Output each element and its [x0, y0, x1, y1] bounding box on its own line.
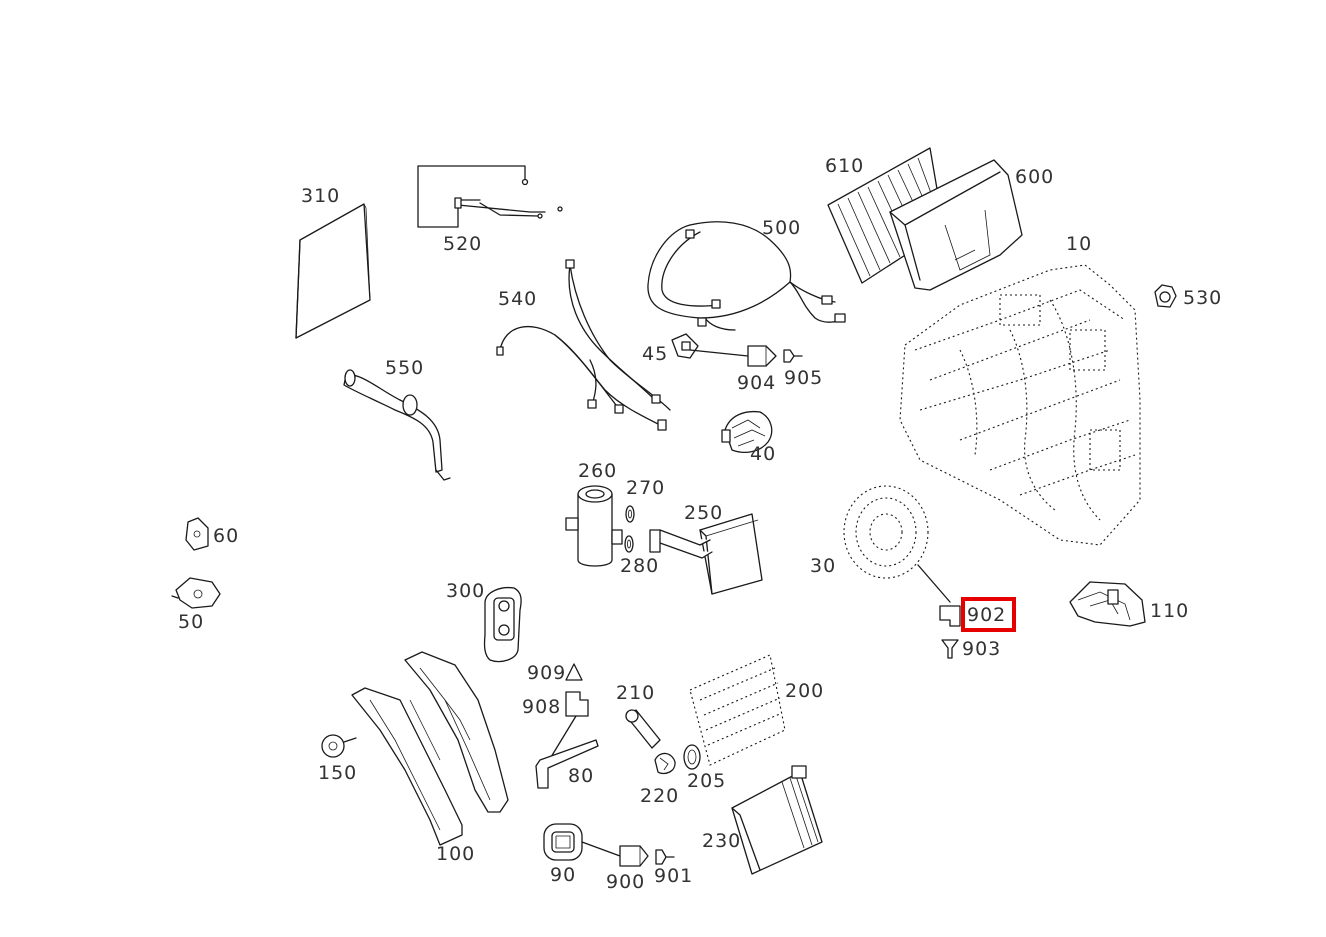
label-901[interactable]: 901	[654, 865, 693, 887]
part-90-motor	[543, 823, 621, 861]
part-600-housing	[889, 159, 1023, 291]
part-100-ducts	[351, 651, 509, 846]
part-250-evaporator	[649, 513, 763, 595]
part-550-hose	[343, 369, 451, 481]
label-30[interactable]: 30	[810, 555, 836, 577]
label-520[interactable]: 520	[443, 233, 482, 255]
part-310-panel	[295, 203, 371, 339]
label-550[interactable]: 550	[385, 357, 424, 379]
part-270-oring	[625, 505, 635, 523]
part-908-nut	[565, 691, 589, 717]
label-110[interactable]: 110	[1150, 600, 1189, 622]
part-220-connector	[654, 752, 676, 775]
label-10[interactable]: 10	[1066, 233, 1092, 255]
part-902-screw	[939, 605, 961, 627]
part-45-sensor	[671, 333, 749, 359]
label-530[interactable]: 530	[1183, 287, 1222, 309]
part-530-grommet	[1154, 284, 1177, 308]
part-500-harness	[647, 221, 846, 331]
label-903[interactable]: 903	[962, 638, 1001, 660]
label-250[interactable]: 250	[684, 502, 723, 524]
label-300[interactable]: 300	[446, 580, 485, 602]
label-270[interactable]: 270	[626, 477, 665, 499]
part-10-unit	[899, 264, 1141, 546]
label-902[interactable]: 902	[967, 604, 1006, 626]
label-80[interactable]: 80	[568, 765, 594, 787]
label-260[interactable]: 260	[578, 460, 617, 482]
part-904-screw	[747, 345, 777, 367]
part-909-clip	[565, 663, 583, 681]
part-50-actuator	[171, 577, 221, 609]
part-900-screw	[619, 845, 649, 867]
label-90[interactable]: 90	[550, 864, 576, 886]
part-300-seal	[483, 586, 522, 663]
part-150-bolt	[321, 734, 357, 758]
label-610[interactable]: 610	[825, 155, 864, 177]
label-45[interactable]: 45	[642, 343, 668, 365]
label-500[interactable]: 500	[762, 217, 801, 239]
label-900[interactable]: 900	[606, 871, 645, 893]
part-905-screw	[783, 349, 803, 363]
part-80-lever	[535, 715, 599, 789]
part-280-oring	[624, 535, 634, 553]
label-60[interactable]: 60	[213, 525, 239, 547]
label-908[interactable]: 908	[522, 696, 561, 718]
part-520-harness	[417, 165, 563, 228]
label-200[interactable]: 200	[785, 680, 824, 702]
part-901-screw	[655, 849, 675, 865]
label-210[interactable]: 210	[616, 682, 655, 704]
part-540-wiring	[496, 259, 671, 431]
part-110-bracket	[1069, 581, 1146, 627]
label-905[interactable]: 905	[784, 367, 823, 389]
highlight-box	[961, 597, 1016, 632]
part-903-screw	[941, 639, 959, 659]
label-280[interactable]: 280	[620, 555, 659, 577]
part-260-valve	[565, 485, 623, 567]
part-60-bracket	[185, 517, 209, 551]
part-205-ring	[683, 744, 701, 770]
label-909[interactable]: 909	[527, 662, 566, 684]
label-220[interactable]: 220	[640, 785, 679, 807]
label-904[interactable]: 904	[737, 372, 776, 394]
part-40-actuator	[721, 410, 773, 453]
label-100[interactable]: 100	[436, 843, 475, 865]
label-540[interactable]: 540	[498, 288, 537, 310]
part-200-heater	[689, 654, 786, 766]
label-40[interactable]: 40	[750, 443, 776, 465]
part-30-blower	[843, 485, 951, 603]
label-205[interactable]: 205	[687, 770, 726, 792]
part-210-bolt	[625, 709, 661, 749]
label-310[interactable]: 310	[301, 185, 340, 207]
part-230-radiator	[731, 765, 823, 875]
label-600[interactable]: 600	[1015, 166, 1054, 188]
label-150[interactable]: 150	[318, 762, 357, 784]
label-230[interactable]: 230	[702, 830, 741, 852]
label-50[interactable]: 50	[178, 611, 204, 633]
